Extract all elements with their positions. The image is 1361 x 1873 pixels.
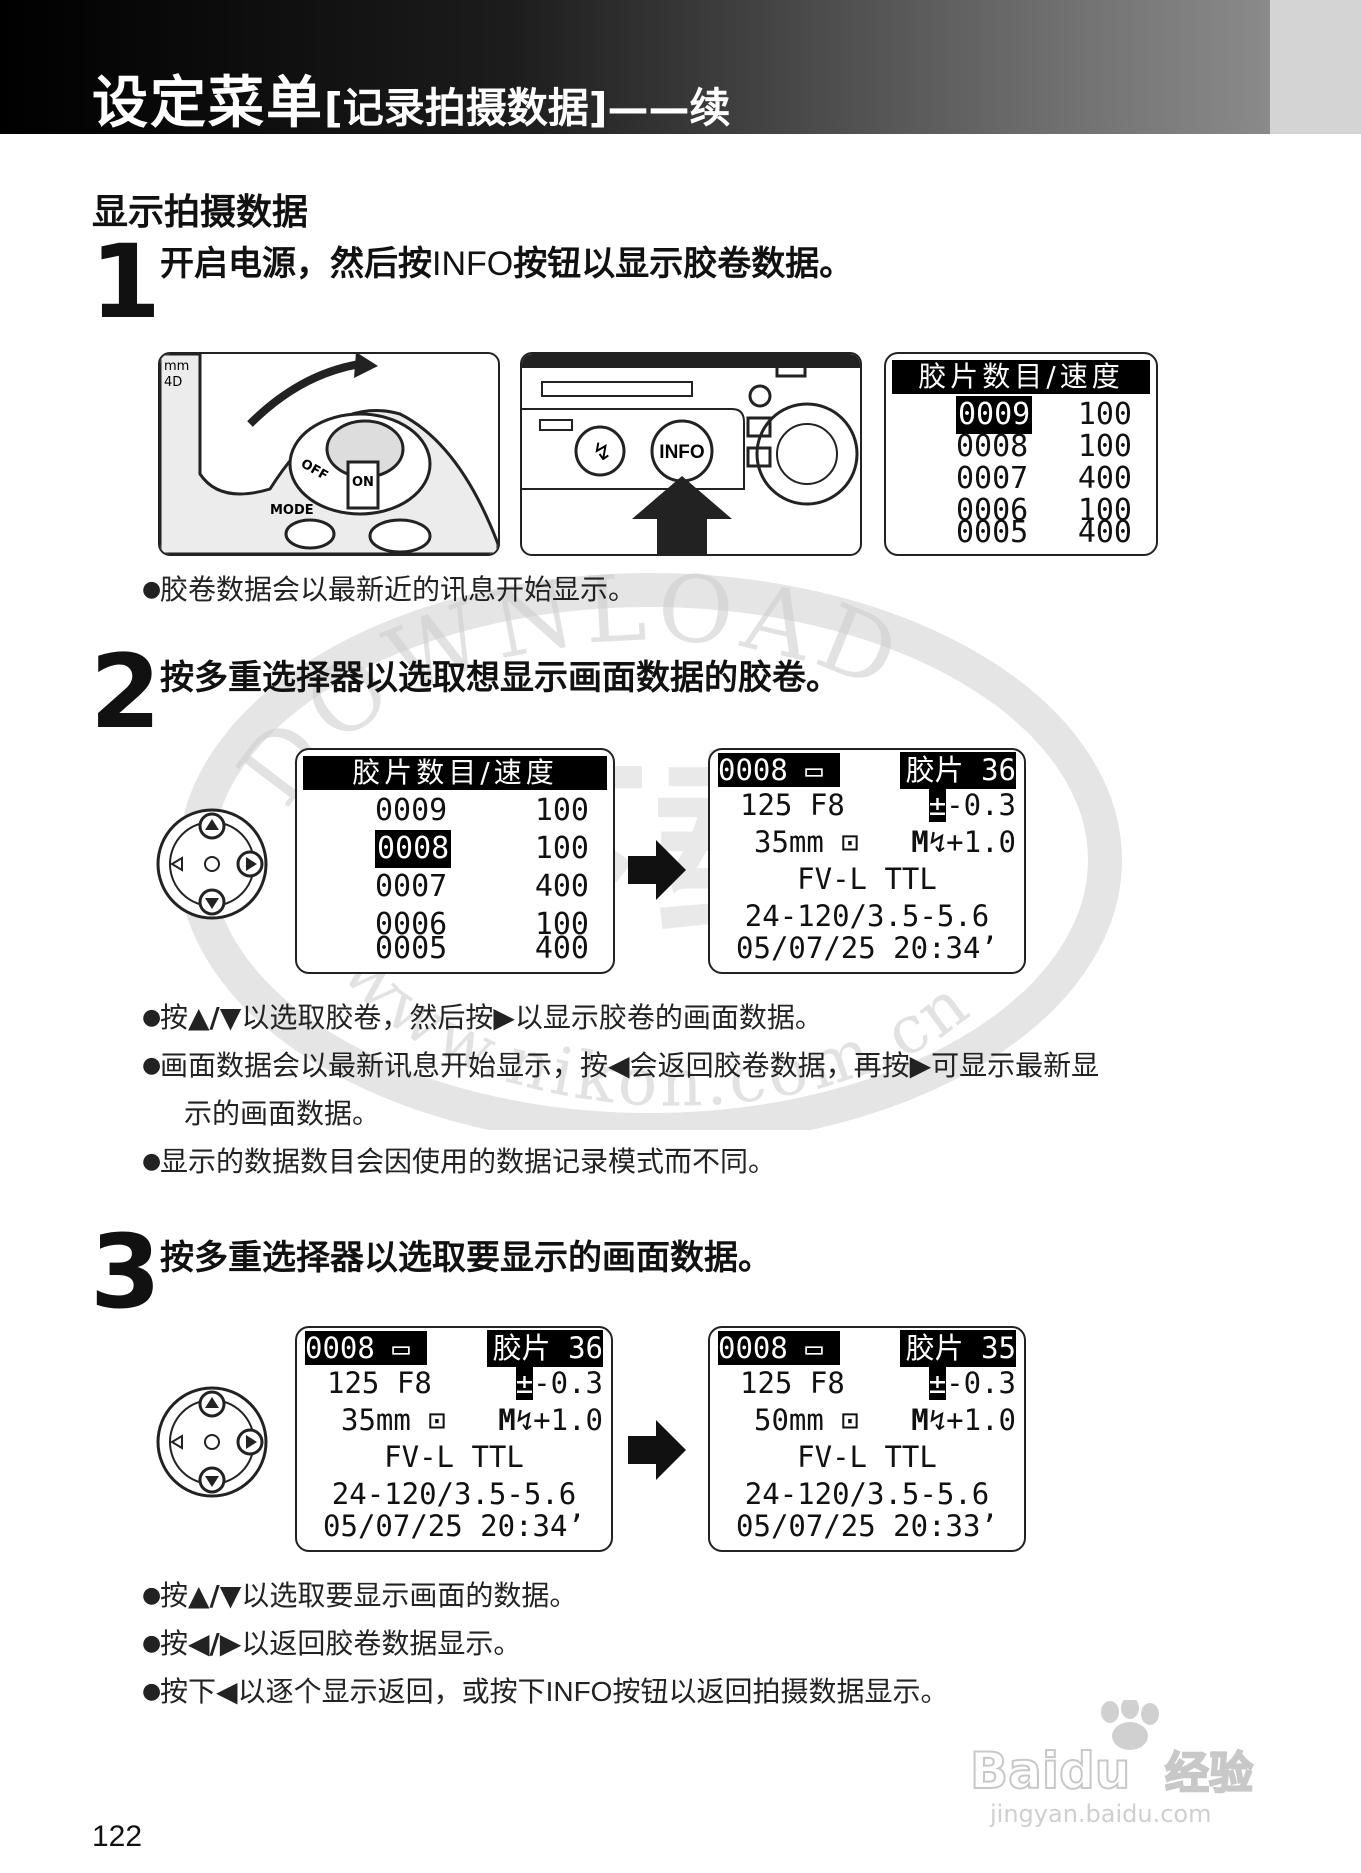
title-sub: [记录拍摄数据]——续 bbox=[324, 84, 731, 132]
frame-data-lcd-step3-b: 0008 ▭ 胶片 35 125 F8±-0.3 50mm ⊡ M↯+1.0 F… bbox=[708, 1326, 1026, 1552]
header-tab bbox=[1270, 0, 1361, 134]
step-1-info: INFO bbox=[432, 245, 514, 283]
step-1-bullet: ●胶卷数据会以最新近的讯息开始显示。 bbox=[142, 573, 637, 606]
page-title: 设定菜单[记录拍摄数据]——续 bbox=[92, 58, 730, 139]
flash-comp-icon: ↯ bbox=[515, 1403, 534, 1437]
film-number: 0009 bbox=[956, 396, 1033, 434]
paw-icon bbox=[1101, 1700, 1159, 1750]
metering-center-icon bbox=[746, 416, 772, 438]
step-1-text-after: 按钮以显示胶卷数据。 bbox=[513, 244, 854, 284]
step-2-number: 2 bbox=[90, 633, 161, 752]
frame-datetime: 05/07/25 20:34’ bbox=[736, 931, 998, 965]
selector-center bbox=[204, 856, 220, 872]
exp-comp-icon: ± bbox=[928, 1366, 947, 1400]
film-number: 0007 bbox=[956, 461, 1029, 496]
baidu-label: 经验 bbox=[1165, 1748, 1253, 1799]
flash-comp-icon: ↯ bbox=[928, 825, 947, 859]
info-button-label: INFO bbox=[659, 442, 704, 463]
step-2-bullet: ●按▲/▼以选取胶卷，然后按▶以显示胶卷的画面数据。 bbox=[142, 1001, 823, 1034]
baidu-watermark: Baidu 经验 jingyan.baidu.com bbox=[969, 1700, 1254, 1828]
step-2-bullet: ●画面数据会以最新讯息开始显示，按◀会返回胶卷数据，再按▶可显示最新显 bbox=[142, 1049, 1100, 1082]
step-3-bullet: ●按◀/▶以返回胶卷数据显示。 bbox=[142, 1627, 522, 1660]
step-2-bullet: ●显示的数据数目会因使用的数据记录模式而不同。 bbox=[142, 1145, 777, 1178]
step-1-text: 开启电源，然后按INFO按钮以显示胶卷数据。 bbox=[160, 236, 853, 285]
multi-selector bbox=[156, 1386, 268, 1498]
film-row: 0005 400 bbox=[886, 514, 1156, 552]
step-1-text-before: 开启电源，然后按 bbox=[160, 244, 432, 284]
exp-comp-icon: ± bbox=[515, 1366, 534, 1400]
selector-left bbox=[170, 1434, 183, 1450]
page-number: 122 bbox=[92, 1820, 143, 1853]
film-iso: 100 bbox=[1077, 429, 1132, 464]
film-iso: 100 bbox=[1077, 493, 1132, 528]
step-3-number: 3 bbox=[90, 1213, 161, 1332]
film-number: 0008 bbox=[956, 429, 1029, 464]
exp-comp-icon: ± bbox=[928, 788, 947, 822]
film-list-header: 胶片数目/速度 bbox=[892, 360, 1150, 394]
section-title: 显示拍摄数据 bbox=[92, 192, 309, 233]
baidu-brand: Baidu bbox=[970, 1742, 1130, 1800]
film-iso: 100 bbox=[1077, 397, 1132, 432]
dial-on-label: ON bbox=[352, 475, 374, 490]
baidu-url: jingyan.baidu.com bbox=[989, 1800, 1211, 1828]
flash-comp-icon: ↯ bbox=[928, 1403, 947, 1437]
frame-data-lcd-step3-a: 0008 ▭ 胶片 36 125 F8±-0.3 35mm ⊡ M↯+1.0 F… bbox=[295, 1326, 613, 1552]
frame-shutter: 125 bbox=[740, 788, 793, 822]
film-number: 0006 bbox=[956, 493, 1029, 528]
frame-lens: 24-120/3.5-5.6 bbox=[744, 899, 990, 933]
step-2-bullet-continued: 示的画面数据。 bbox=[184, 1097, 381, 1130]
film-iso: 400 bbox=[1077, 461, 1132, 496]
step-3-text: 按多重选择器以选取要显示的画面数据。 bbox=[160, 1238, 772, 1278]
selector-left bbox=[170, 856, 183, 872]
metering-area-icon bbox=[746, 446, 772, 468]
frame-data-lcd-step2: 0008 ▭ 胶片 36 125 F8±-0.3 35mm ⊡ M↯+1.0 F… bbox=[708, 748, 1026, 974]
step-3-bullet: ●按▲/▼以选取要显示画面的数据。 bbox=[142, 1579, 578, 1612]
film-row: 0008 100 bbox=[886, 428, 1156, 466]
flash-icon: ↯ bbox=[592, 438, 612, 466]
mode-label: MODE bbox=[270, 503, 314, 518]
arrow-right-icon bbox=[628, 840, 686, 900]
multi-selector bbox=[156, 808, 268, 920]
film-row: 0009 100 bbox=[886, 396, 1156, 434]
body-label-4d: 4D bbox=[164, 375, 182, 390]
step-3-bullet: ●按下◀以逐个显示返回，或按下INFO按钮以返回拍摄数据显示。 bbox=[142, 1675, 949, 1708]
step-2-text: 按多重选择器以选取想显示画面数据的胶卷。 bbox=[160, 658, 840, 698]
frame-film-number: 0008 bbox=[718, 753, 788, 787]
body-label-mm: mm bbox=[164, 359, 189, 374]
frame-mode: M bbox=[911, 825, 929, 859]
film-iso: 400 bbox=[1077, 515, 1132, 550]
frame-aperture: F8 bbox=[809, 788, 845, 822]
frame-flash-comp: +1.0 bbox=[946, 825, 1016, 859]
frame-number: 36 bbox=[981, 753, 1016, 787]
film-number: 0005 bbox=[956, 515, 1029, 550]
frame-flash: FV-L TTL bbox=[797, 862, 937, 896]
metering-icon: ⊡ bbox=[823, 825, 877, 859]
metering-icon: ⊡ bbox=[823, 1403, 877, 1437]
selector-center bbox=[204, 1434, 220, 1450]
frame-exp-comp: -0.3 bbox=[946, 788, 1016, 822]
info-button-illustration: ↯ INFO bbox=[520, 352, 862, 556]
film-row: 0006 100 bbox=[886, 492, 1156, 530]
metering-spot-icon bbox=[775, 358, 807, 378]
metering-matrix-icon bbox=[748, 384, 772, 408]
frame-focal: 35mm bbox=[754, 825, 824, 859]
metering-icon: ⊡ bbox=[410, 1403, 464, 1437]
arrow-right-icon bbox=[628, 1420, 686, 1480]
title-main: 设定菜单 bbox=[92, 71, 324, 136]
step-1-number: 1 bbox=[90, 223, 161, 342]
power-switch-illustration: mm 4D OFF ON MODE bbox=[158, 352, 500, 556]
page-header bbox=[0, 0, 1270, 134]
film-list-header: 胶片数目/速度 bbox=[303, 756, 607, 790]
film-row: 0007 400 bbox=[886, 460, 1156, 498]
